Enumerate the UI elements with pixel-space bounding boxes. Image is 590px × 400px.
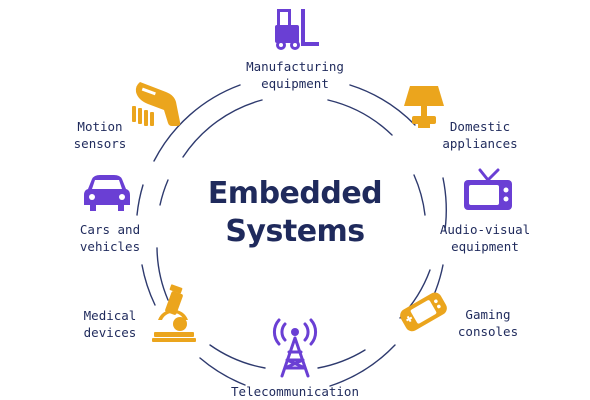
label-audio-visual-line2: equipment xyxy=(451,239,519,254)
car-icon xyxy=(84,175,130,211)
gamepad-icon xyxy=(400,292,447,332)
label-motion-line1: Motion xyxy=(77,119,123,134)
label-medical: Medical devices xyxy=(70,307,150,341)
label-manufacturing: Manufacturing equipment xyxy=(220,58,370,92)
center-title-line2: Systems xyxy=(225,214,365,249)
label-cars: Cars and vehicles xyxy=(70,221,150,255)
tv-icon xyxy=(464,168,512,210)
label-audio-visual-line1: Audio-visual xyxy=(439,222,531,237)
motion-sensor-icon xyxy=(132,82,181,126)
center-title-line1: Embedded xyxy=(207,176,383,211)
label-cars-line2: vehicles xyxy=(79,239,141,254)
label-medical-line2: devices xyxy=(83,325,137,340)
label-cars-line1: Cars and xyxy=(79,222,141,237)
center-title: Embedded Systems xyxy=(185,175,405,251)
microscope-icon xyxy=(152,284,196,342)
label-gaming-line1: Gaming xyxy=(465,307,511,322)
label-motion-line2: sensors xyxy=(73,136,127,151)
antenna-tower-icon xyxy=(272,318,318,378)
forklift-icon xyxy=(275,9,319,50)
label-manufacturing-line2: equipment xyxy=(261,76,329,91)
label-gaming-line2: consoles xyxy=(457,324,519,339)
label-domestic-line2: appliances xyxy=(442,136,518,151)
label-gaming: Gaming consoles xyxy=(448,306,528,340)
label-telecom-line1: Telecommunication xyxy=(231,384,359,399)
lamp-icon xyxy=(404,86,444,128)
label-domestic: Domestic appliances xyxy=(440,118,520,152)
label-motion: Motion sensors xyxy=(60,118,140,152)
label-medical-line1: Medical xyxy=(83,308,137,323)
label-manufacturing-line1: Manufacturing xyxy=(246,59,344,74)
label-telecom: Telecommunication xyxy=(205,383,385,400)
label-domestic-line1: Domestic xyxy=(449,119,511,134)
label-audio-visual: Audio-visual equipment xyxy=(430,221,540,255)
